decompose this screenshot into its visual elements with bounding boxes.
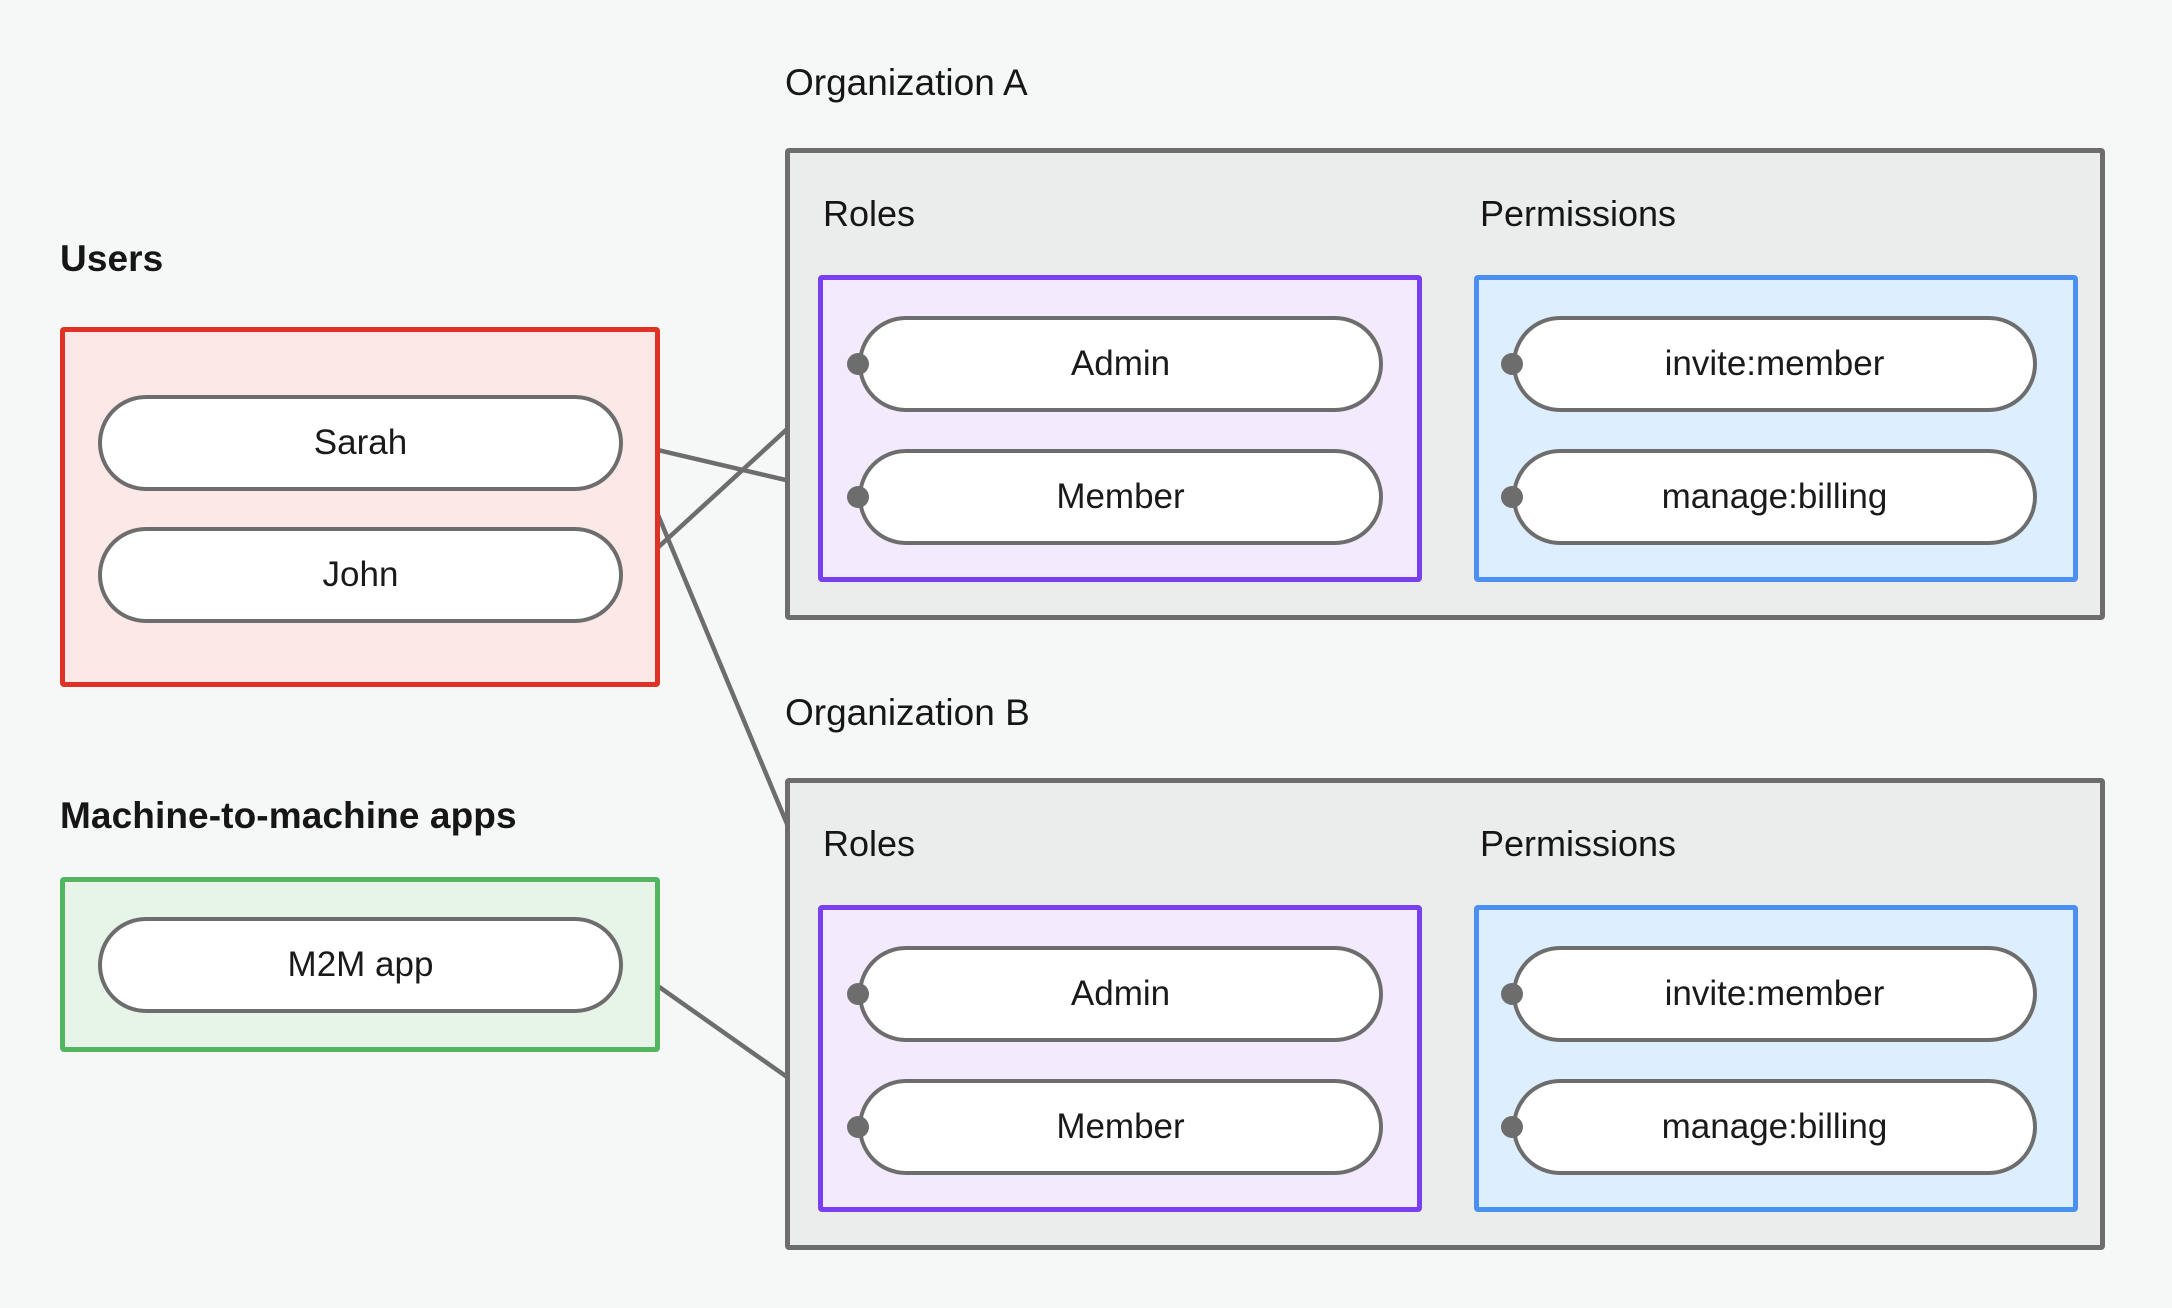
orgB-role-pill-member[interactable]: Member [858,1079,1383,1175]
orgA-permission-pill-invite-member[interactable]: invite:member [1512,316,2037,412]
orgB-member-input-dot [847,1116,869,1138]
orgB-role-pill-admin[interactable]: Admin [858,946,1383,1042]
orgB-permission-pill-invite-member-label: invite:member [1664,974,1885,1013]
orgA-role-pill-admin-label: Admin [1070,344,1171,383]
orgB-permission-pill-manage-billing-label: manage:billing [1661,1107,1888,1146]
orgA-role-pill-admin[interactable]: Admin [858,316,1383,412]
orgA-member-input-dot [847,486,869,508]
orgA-permission-pill-invite-member-label: invite:member [1664,344,1885,383]
orgB-invite-member-input-dot [1501,983,1523,1005]
organization-b-roles-label: Roles [823,823,916,864]
orgA-admin-input-dot [847,353,869,375]
orgA-permission-pill-manage-billing-label: manage:billing [1661,477,1888,516]
organization-b-label: Organization B [785,692,1030,733]
orgA-role-pill-member[interactable]: Member [858,449,1383,545]
users-group-label: Users [60,238,164,279]
orgB-role-pill-member-label: Member [1056,1107,1185,1146]
user-pill-john-label: John [322,555,399,594]
organization-a-label: Organization A [785,62,1028,103]
orgB-permission-pill-invite-member[interactable]: invite:member [1512,946,2037,1042]
m2m-pill-app-label: M2M app [287,945,434,984]
orgA-invite-member-input-dot [1501,353,1523,375]
user-pill-sarah-label: Sarah [313,423,408,462]
users-container [60,327,660,687]
orgA-permission-pill-manage-billing[interactable]: manage:billing [1512,449,2037,545]
orgA-role-pill-member-label: Member [1056,477,1185,516]
m2m-group-label: Machine-to-machine apps [60,795,517,836]
user-pill-sarah[interactable]: Sarah [98,395,623,491]
organization-a-permissions-label: Permissions [1480,193,1677,234]
organization-a-roles-label: Roles [823,193,916,234]
organization-b-permissions-label: Permissions [1480,823,1677,864]
orgB-admin-input-dot [847,983,869,1005]
orgA-manage-billing-input-dot [1501,486,1523,508]
orgB-permission-pill-manage-billing[interactable]: manage:billing [1512,1079,2037,1175]
m2m-pill-app[interactable]: M2M app [98,917,623,1013]
user-pill-john[interactable]: John [98,527,623,623]
orgB-manage-billing-input-dot [1501,1116,1523,1138]
orgB-role-pill-admin-label: Admin [1070,974,1171,1013]
